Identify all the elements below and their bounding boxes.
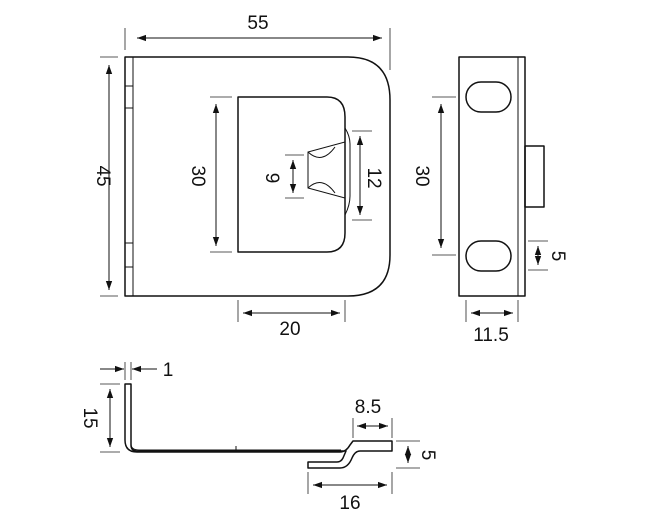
dim-side-slot: 5 — [547, 251, 568, 262]
dim-base-length: 16 — [339, 493, 360, 514]
side-latch-block — [524, 145, 545, 208]
section-profile-inner — [130, 384, 341, 451]
dim-front-height: 45 — [92, 165, 113, 186]
side-slot-upper — [465, 81, 512, 113]
front-plate-outline — [124, 56, 391, 297]
dim-tab-height: 9 — [261, 173, 282, 184]
front-latch-wedge — [307, 126, 351, 216]
dim-offset: 5 — [417, 450, 438, 461]
section-view: 1 15 8.5 5 16 — [79, 360, 438, 514]
section-profile — [124, 383, 393, 469]
dim-side-height: 30 — [411, 165, 432, 186]
dim-flange-height: 15 — [79, 407, 100, 428]
dim-side-depth: 11.5 — [473, 325, 509, 346]
dim-thickness: 1 — [163, 360, 174, 381]
dim-front-width: 55 — [247, 13, 268, 34]
front-view: 55 45 30 9 12 20 — [92, 13, 391, 340]
hinge-tab-upper — [124, 85, 134, 109]
side-body — [458, 56, 526, 297]
dim-opening-height: 30 — [187, 165, 208, 186]
hinge-tab-lower — [124, 242, 134, 268]
dim-opening-width: 20 — [279, 319, 300, 340]
side-slot-lower — [465, 240, 512, 272]
front-opening — [237, 96, 346, 253]
side-view: 30 5 11.5 — [411, 56, 568, 346]
dim-slot-height: 12 — [363, 167, 384, 188]
dim-lip-length: 8.5 — [355, 397, 381, 418]
front-latch-wedge-inner — [307, 146, 336, 194]
